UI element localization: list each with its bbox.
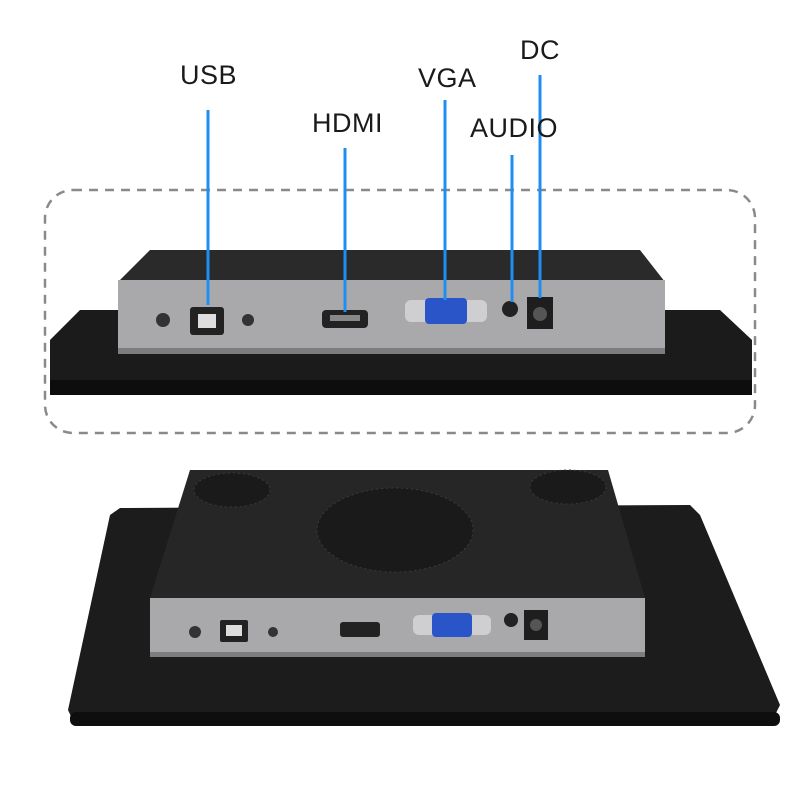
audio-port-icon [502, 301, 518, 317]
screw-icon [242, 314, 254, 326]
screw-icon [156, 313, 170, 327]
hdmi-label: HDMI [312, 108, 383, 138]
speaker-grille [193, 472, 271, 508]
box-top [118, 250, 665, 282]
speaker-grille [316, 487, 474, 573]
hdmi-port-icon [340, 622, 380, 637]
audio-label: AUDIO [470, 113, 559, 143]
callout-frame [43, 188, 757, 435]
monitor-full [68, 469, 780, 726]
vga-label: VGA [418, 63, 477, 93]
usb-label: USB [180, 60, 238, 90]
pointer-lines [206, 75, 542, 312]
speaker-grille [529, 469, 607, 505]
monitor-closeup [50, 250, 752, 395]
dc-label: DC [520, 35, 560, 65]
audio-port-icon [504, 613, 518, 627]
